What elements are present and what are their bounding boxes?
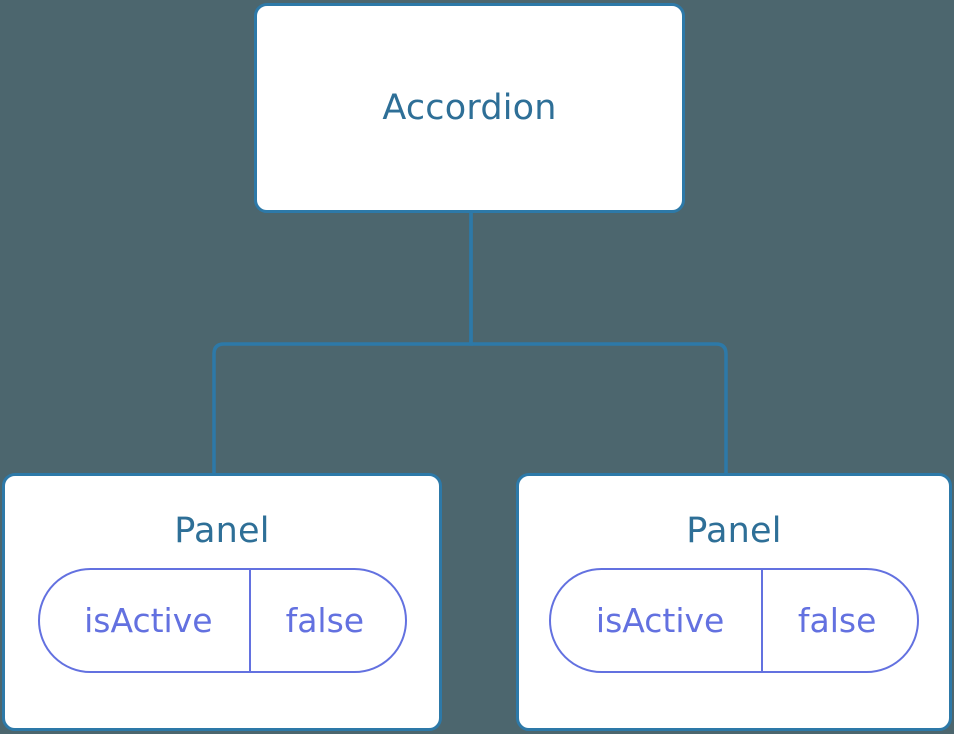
- prop-value-isactive: false: [797, 600, 877, 640]
- node-panel-left-title: Panel: [174, 511, 270, 551]
- node-panel-left[interactable]: Panel isActive false: [2, 473, 442, 731]
- prop-key-isactive: isActive: [551, 569, 764, 671]
- edge-accordion-to-left-panel: [212, 211, 473, 474]
- node-panel-right-title: Panel: [686, 511, 782, 551]
- prop-key-isactive: isActive: [40, 569, 252, 671]
- node-panel-right-prop-pill[interactable]: isActive false: [549, 567, 919, 673]
- edge-accordion-to-right-panel: [469, 211, 728, 474]
- node-accordion-title: Accordion: [382, 87, 557, 128]
- node-panel-left-prop-pill[interactable]: isActive false: [37, 567, 407, 673]
- node-panel-right[interactable]: Panel isActive false: [516, 473, 952, 731]
- node-accordion[interactable]: Accordion: [254, 3, 685, 213]
- prop-value-isactive: false: [285, 600, 365, 640]
